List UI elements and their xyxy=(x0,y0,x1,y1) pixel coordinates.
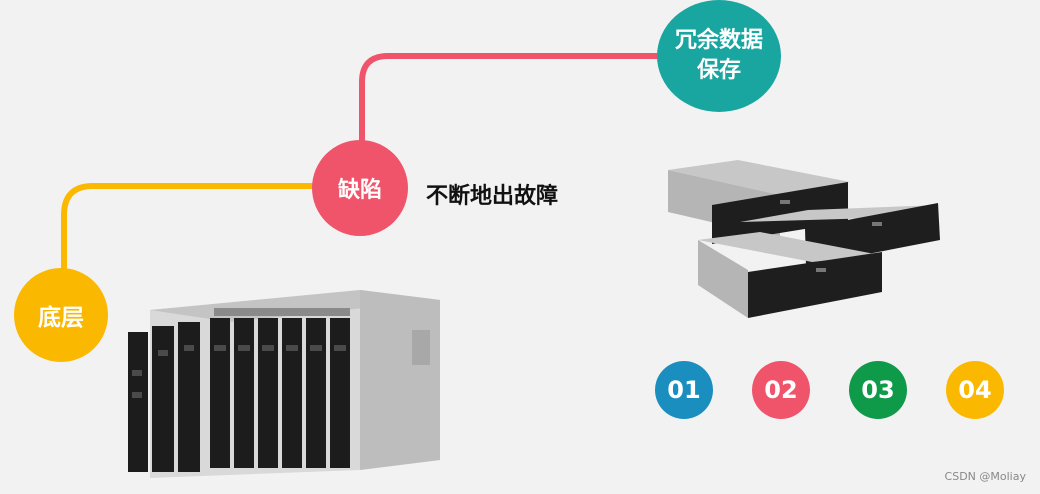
node-redundant-label: 冗余数据 保存 xyxy=(674,28,763,83)
node-base: 底层 xyxy=(14,268,108,362)
connector-base-defect xyxy=(61,183,323,275)
node-defect-label: 缺陷 xyxy=(337,178,382,203)
blade-server-chassis-image xyxy=(128,290,440,478)
rack-servers-image xyxy=(668,160,940,318)
node-redundant-storage: 冗余数据 保存 xyxy=(657,0,781,112)
node-base-label: 底层 xyxy=(38,305,84,331)
number-badge-02: 02 xyxy=(752,361,810,419)
number-badge-04: 04 xyxy=(946,361,1004,419)
node-defect: 缺陷 xyxy=(312,140,408,236)
number-badge-01: 01 xyxy=(655,361,713,419)
failure-caption: 不断地出故障 xyxy=(426,184,559,209)
number-badge-03: 03 xyxy=(849,361,907,419)
connector-defect-redundant xyxy=(359,53,668,148)
watermark: CSDN @Moliay xyxy=(944,470,1026,483)
